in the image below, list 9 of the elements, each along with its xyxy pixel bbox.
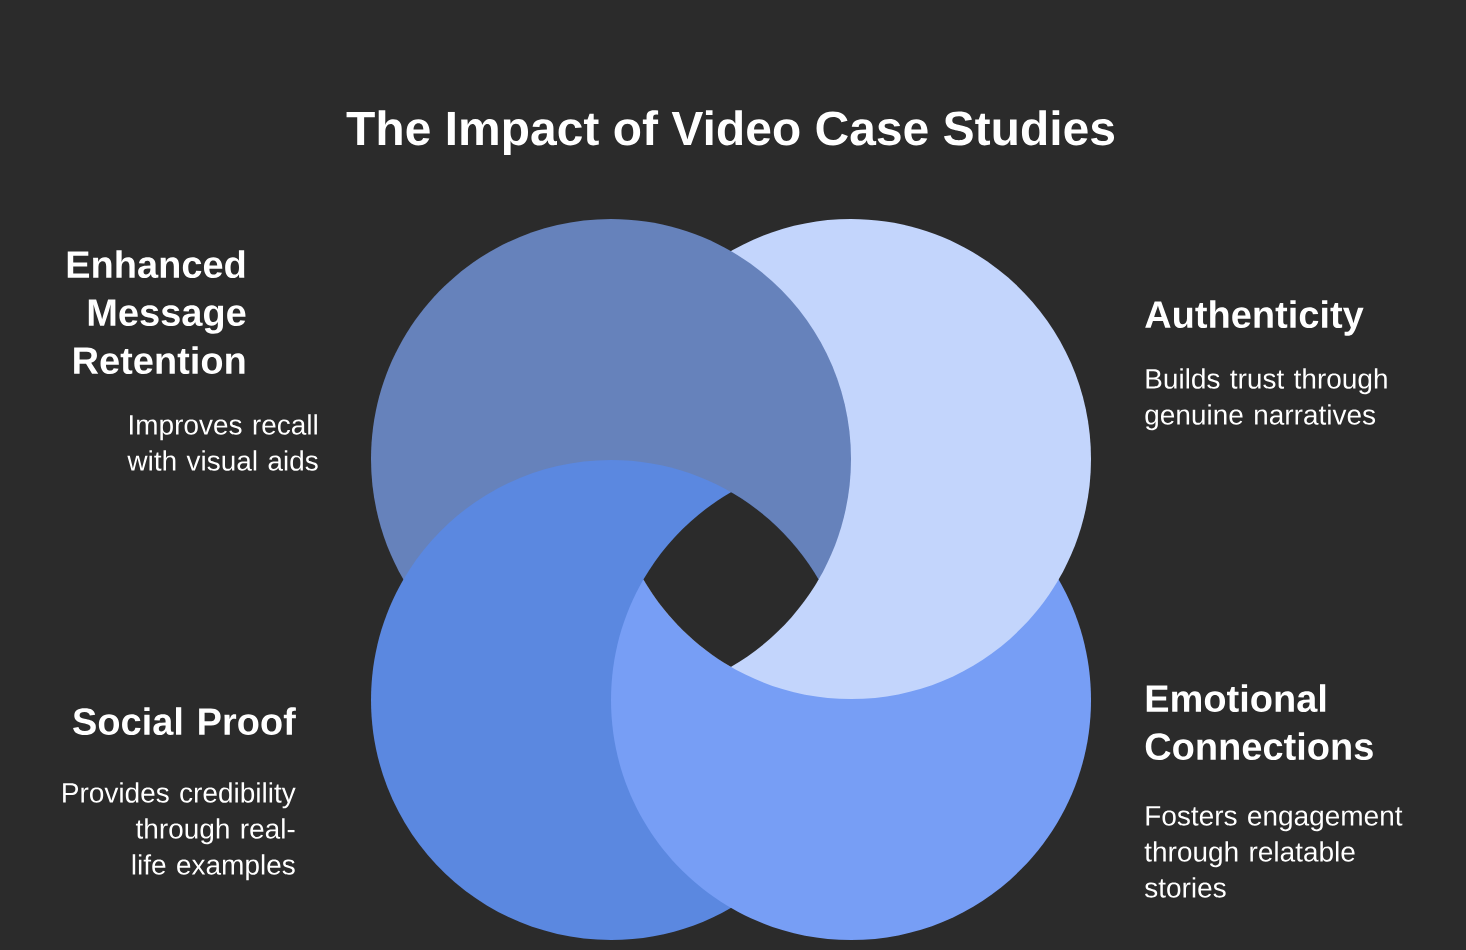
heading: Enhanced Message Retention	[67, 250, 246, 375]
heading: Emotional Connections	[1145, 684, 1373, 761]
heading: Social Proof	[73, 707, 296, 736]
description: Fosters engagement through relatable stories	[1144, 806, 1403, 898]
title: The Impact of Video Case Studies	[346, 110, 1115, 155]
description: Improves recall with visual aids	[127, 414, 318, 471]
description: Provides credibility through real-life examples	[63, 782, 296, 881]
description: Builds trust through genuine narratives	[1145, 368, 1387, 431]
heading: Authenticity	[1145, 300, 1364, 336]
